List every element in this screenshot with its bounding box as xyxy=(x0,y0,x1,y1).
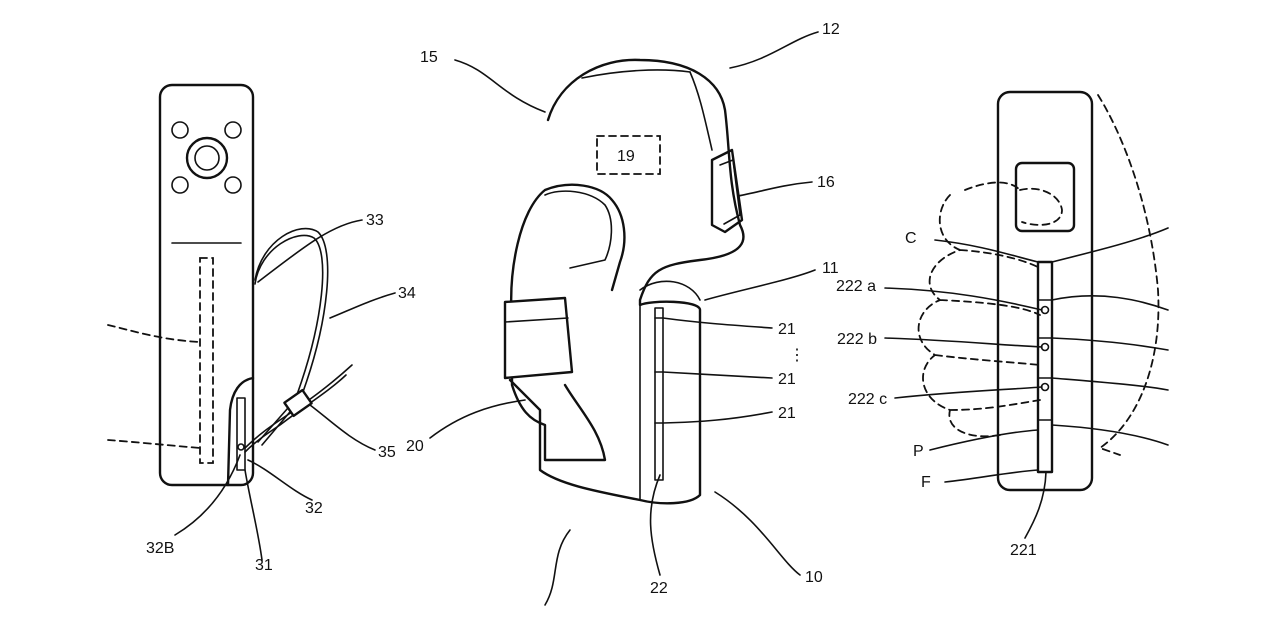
strap-anchor xyxy=(237,443,245,451)
strap-attachment-slot xyxy=(236,397,246,471)
leader-10 xyxy=(714,491,801,576)
label-33: 33 xyxy=(366,212,384,229)
label-34: 34 xyxy=(398,285,416,302)
right-controller-view xyxy=(917,90,1169,492)
center-controller-body xyxy=(508,58,745,505)
center-top-edge xyxy=(581,69,691,79)
label-11: 11 xyxy=(822,260,839,277)
strap-attachment-area xyxy=(226,376,255,487)
finger-line-4 xyxy=(1051,377,1169,391)
label-32: 32 xyxy=(305,500,323,517)
label-10: 10 xyxy=(805,569,823,586)
leader-21a xyxy=(662,317,773,329)
center-back-edge xyxy=(689,71,713,151)
band-buckle-inner xyxy=(504,317,569,323)
label-22: 22 xyxy=(650,580,668,597)
leader-31 xyxy=(244,469,263,561)
button-bottom-left xyxy=(171,176,189,194)
hidden-sensor-strip xyxy=(199,257,214,464)
hand-band-20 xyxy=(510,183,626,462)
leader-21c xyxy=(662,411,773,424)
leader-34 xyxy=(329,292,396,319)
left-controller-view xyxy=(107,83,353,487)
internal-part-19-outline xyxy=(596,135,661,175)
touch-sensor-221 xyxy=(1036,260,1054,474)
label-32B: 32B xyxy=(146,540,174,557)
leader-222c xyxy=(894,386,1043,399)
label-21-ellipsis: ⋮ xyxy=(789,347,805,364)
leader-arrow-bottom xyxy=(544,529,571,606)
label-19: 19 xyxy=(617,148,635,165)
band-buckle-outer xyxy=(503,296,574,380)
label-21-third: 21 xyxy=(778,405,796,422)
leader-221 xyxy=(1024,471,1047,539)
button-top-right xyxy=(224,121,242,139)
label-P: P xyxy=(913,443,924,460)
label-221: 221 xyxy=(1010,542,1037,559)
leader-32B xyxy=(174,454,241,536)
leader-32 xyxy=(247,459,313,501)
leader-F xyxy=(944,469,1039,483)
label-12: 12 xyxy=(822,21,840,38)
leader-35 xyxy=(309,404,376,451)
finger-line-5 xyxy=(1051,424,1169,446)
leader-15 xyxy=(454,59,546,113)
right-display-window xyxy=(1014,161,1076,233)
leader-C xyxy=(934,239,1039,263)
label-F: F xyxy=(921,474,931,491)
leader-lines xyxy=(174,31,1047,606)
leader-222a xyxy=(884,287,1043,311)
leader-12 xyxy=(729,31,819,69)
strap-loop-inner xyxy=(254,234,324,443)
label-20: 20 xyxy=(406,438,424,455)
hand-thumb-dashed xyxy=(1019,187,1063,226)
reference-labels: 12 15 19 16 11 21 ⋮ 21 21 20 22 10 33 34… xyxy=(146,21,1037,597)
leader-16 xyxy=(737,181,813,197)
left-controller-body xyxy=(158,83,255,487)
finger-line-3 xyxy=(1051,337,1169,351)
strap-stopper xyxy=(283,388,313,418)
hand-band-inner xyxy=(544,190,613,269)
trigger-button-16 xyxy=(710,148,744,234)
leader-222b xyxy=(884,337,1043,348)
label-31: 31 xyxy=(255,557,273,574)
right-controller-body xyxy=(996,90,1094,492)
label-222b: 222 b xyxy=(837,331,877,348)
button-top-left xyxy=(171,121,189,139)
center-button-inner xyxy=(194,145,220,171)
hand-outline-dashed-lower xyxy=(107,439,201,449)
label-C: C xyxy=(905,230,917,247)
button-bottom-right xyxy=(224,176,242,194)
label-21-first: 21 xyxy=(778,321,796,338)
label-15: 15 xyxy=(420,49,438,66)
hand-outline-dashed xyxy=(917,94,1160,456)
label-21-second: 21 xyxy=(778,371,796,388)
leader-P xyxy=(929,429,1039,451)
strap-cord xyxy=(244,364,353,449)
finger-line-1 xyxy=(1051,227,1169,263)
finger-line-2 xyxy=(1051,295,1169,311)
label-222a: 222 a xyxy=(836,278,876,295)
sensor-strip-22 xyxy=(654,307,664,481)
leader-21b xyxy=(662,371,773,379)
hand-outline-dashed-upper xyxy=(107,324,201,343)
label-222c: 222 c xyxy=(848,391,887,408)
label-16: 16 xyxy=(817,174,835,191)
strap-cord-2 xyxy=(244,374,347,453)
leader-20 xyxy=(429,399,526,439)
leader-11 xyxy=(704,269,816,301)
center-button-outer xyxy=(185,136,229,180)
label-35: 35 xyxy=(378,444,396,461)
center-controller-view xyxy=(503,58,745,505)
leader-33 xyxy=(257,219,363,283)
grip-side-curve xyxy=(639,280,701,301)
leader-22 xyxy=(649,474,661,576)
trigger-button-inner xyxy=(719,159,741,225)
